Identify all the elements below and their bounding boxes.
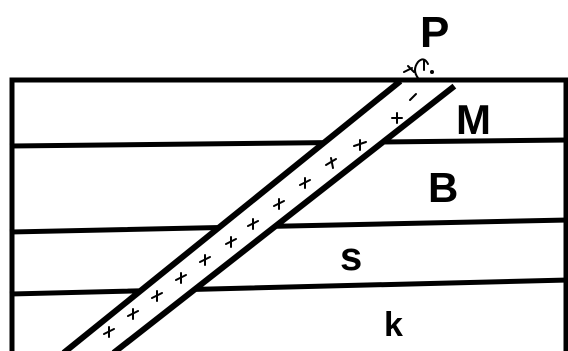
dike-body xyxy=(66,83,452,351)
label-s: s xyxy=(340,235,362,279)
boundary-b-s xyxy=(9,217,568,235)
label-k: k xyxy=(384,306,403,344)
ejecta-dot xyxy=(430,70,434,74)
label-b: B xyxy=(428,164,458,211)
label-m: M xyxy=(456,96,491,143)
label-p: P xyxy=(420,8,449,57)
eruption-marks xyxy=(403,58,434,79)
dike-right-wall xyxy=(111,83,457,351)
boundary-m-b xyxy=(9,137,568,149)
dike-texture-marks xyxy=(103,93,417,338)
boundary-s-k xyxy=(9,277,568,297)
dike-left-wall xyxy=(61,78,403,351)
